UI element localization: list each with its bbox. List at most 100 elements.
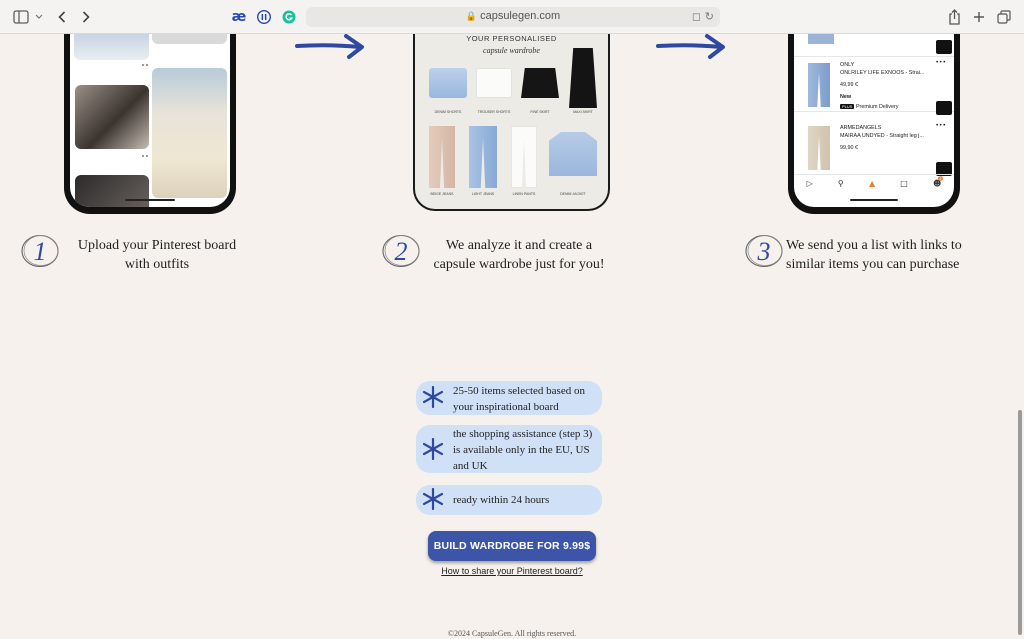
product-brand: ONLY [840, 62, 855, 68]
tabs-overview-icon[interactable] [996, 8, 1012, 26]
feature-item: the shopping assistance (step 3) is avai… [416, 425, 602, 473]
fine-skirt-image [521, 68, 559, 98]
product-row[interactable]: ARMEDANGELS MAIRAA UNDYED - Straight leg… [794, 120, 954, 176]
delivery-label: Premium Delivery [855, 104, 899, 110]
home-indicator [125, 199, 175, 201]
asterisk-icon [422, 488, 444, 510]
fire-icon[interactable]: ▲ [868, 179, 876, 188]
pin-image [75, 175, 149, 207]
product-image [808, 126, 830, 170]
maxi-skirt-image [569, 48, 597, 108]
product-info: ARMEDANGELS MAIRAA UNDYED - Straight leg… [840, 124, 944, 152]
step-1-digit: 1 [34, 237, 47, 266]
feature-item: 25-50 items selected based on your inspi… [416, 381, 602, 415]
url-display: 🔒 capsulegen.com [306, 10, 720, 22]
pin-image [74, 34, 149, 60]
more-options-icon[interactable]: ••• [935, 59, 946, 66]
share-board-help-link[interactable]: How to share your Pinterest board? [441, 566, 583, 576]
feature-text: the shopping assistance (step 3) is avai… [453, 428, 593, 472]
phone-capsule: YOUR PERSONALISED capsule wardrobe DENIM… [413, 34, 610, 211]
item-label: BEIGE JEANS [430, 192, 454, 196]
capsule-title: YOUR PERSONALISED [466, 34, 557, 43]
product-image [808, 63, 830, 107]
add-to-bag-icon[interactable] [936, 162, 952, 176]
step-2-number-icon: 2 [382, 234, 420, 268]
step-3-text: We send you a list with links to similar… [786, 236, 976, 274]
pin-image [152, 68, 227, 198]
phone-shopping-list: ONLY ONLRILEY LIFE EXNOOS - Strai... 49,… [788, 34, 960, 214]
product-badge: New [840, 94, 852, 100]
asterisk-icon [422, 438, 444, 460]
add-to-bag-icon[interactable] [936, 101, 952, 115]
pause-extension-icon[interactable] [256, 8, 272, 26]
translate-icon[interactable]: ◻ [691, 10, 701, 23]
beige-jeans-image [429, 126, 455, 188]
step-1-number-icon: 1 [21, 234, 59, 268]
address-bar[interactable]: 🔒 capsulegen.com ◻ ↻ [306, 7, 720, 27]
delivery-info: PLUS Premium Delivery [840, 103, 944, 111]
capsule-subtitle: capsule wardrobe [483, 46, 540, 55]
step-2-digit: 2 [395, 237, 408, 266]
light-jeans-image [469, 126, 497, 188]
new-tab-icon[interactable] [971, 8, 987, 26]
item-label: LIGHT JEANS [471, 192, 495, 196]
product-row[interactable]: ONLY ONLRILEY LIFE EXNOOS - Strai... 49,… [794, 56, 954, 115]
ae-extension-icon[interactable]: æ [231, 9, 247, 25]
item-label: FINE SKIRT [530, 110, 550, 114]
step-2-line-1: We analyze it and create a [445, 238, 593, 253]
plus-badge: PLUS [840, 104, 855, 109]
step-3-number-icon: 3 [745, 234, 783, 268]
shopping-list-screen: ONLY ONLRILEY LIFE EXNOOS - Strai... 49,… [794, 34, 954, 207]
feature-item: ready within 24 hours [416, 485, 602, 515]
arrow-right-icon [656, 34, 725, 59]
item-label: DENIM SHORTS [434, 110, 462, 114]
reload-icon[interactable]: ↻ [704, 10, 714, 23]
step-1-line-2: with outfits [124, 257, 190, 272]
linen-pants-image [511, 126, 537, 188]
grammarly-icon[interactable] [281, 8, 297, 26]
pin-dots-icon[interactable] [142, 64, 148, 66]
pin-image [152, 34, 227, 44]
page-scrollbar[interactable] [1018, 410, 1022, 635]
denim-shorts-image [429, 68, 467, 98]
step-1-line-1: Upload your Pinterest board [77, 238, 237, 253]
item-label: TROUSER SHORTS [477, 110, 511, 114]
pin-dots-icon[interactable] [142, 155, 148, 157]
product-info: ONLY ONLRILEY LIFE EXNOOS - Strai... 49,… [840, 61, 944, 111]
feature-text: ready within 24 hours [453, 494, 550, 506]
item-label: DENIM JACKET [560, 192, 586, 196]
bag-icon[interactable]: □ [900, 179, 908, 188]
cart-badge: 3 [938, 176, 943, 181]
url-text: capsulegen.com [480, 10, 561, 22]
sidebar-icon[interactable] [12, 8, 30, 26]
home-indicator [850, 199, 898, 201]
browser-toolbar: æ 🔒 capsulegen.com ◻ ↻ [0, 0, 1024, 34]
product-image [808, 34, 834, 44]
step-3-line-1: We send you a list with links to [786, 238, 962, 253]
back-icon[interactable] [55, 8, 69, 26]
item-label: LINEN PANTS [512, 192, 536, 196]
item-label: MAXI SKIRT [573, 110, 593, 114]
more-options-icon[interactable]: ••• [935, 122, 946, 129]
step-3-digit: 3 [757, 237, 771, 266]
play-icon[interactable]: ▷ [806, 179, 813, 188]
add-to-bag-icon[interactable] [936, 40, 952, 54]
forward-icon[interactable] [79, 8, 93, 26]
product-brand: ARMEDANGELS [840, 125, 882, 131]
build-wardrobe-button[interactable]: BUILD WARDROBE FOR 9.99$ [428, 531, 596, 561]
footer-copyright: ©2024 CapsuleGen. All rights reserved. [447, 629, 577, 638]
denim-jacket-image [549, 132, 597, 176]
share-icon[interactable] [946, 8, 962, 26]
step-2-line-2: capsule wardrobe just for you! [433, 257, 605, 272]
pin-image [75, 85, 149, 149]
arrow-right-icon [295, 34, 364, 59]
search-icon[interactable]: ⚲ [837, 179, 844, 188]
chevron-down-icon[interactable] [33, 8, 45, 26]
phone-pinterest [64, 34, 236, 214]
capsule-wardrobe-screen: YOUR PERSONALISED capsule wardrobe DENIM… [415, 34, 608, 209]
profile-icon[interactable]: ☻3 [933, 176, 943, 188]
step-2-text: We analyze it and create a capsule wardr… [424, 236, 614, 274]
product-price: 99,90 € [840, 145, 858, 151]
product-price: 49,99 € [840, 82, 858, 88]
product-name: MAIRAA UNDYED - Straight leg j... [840, 133, 924, 139]
